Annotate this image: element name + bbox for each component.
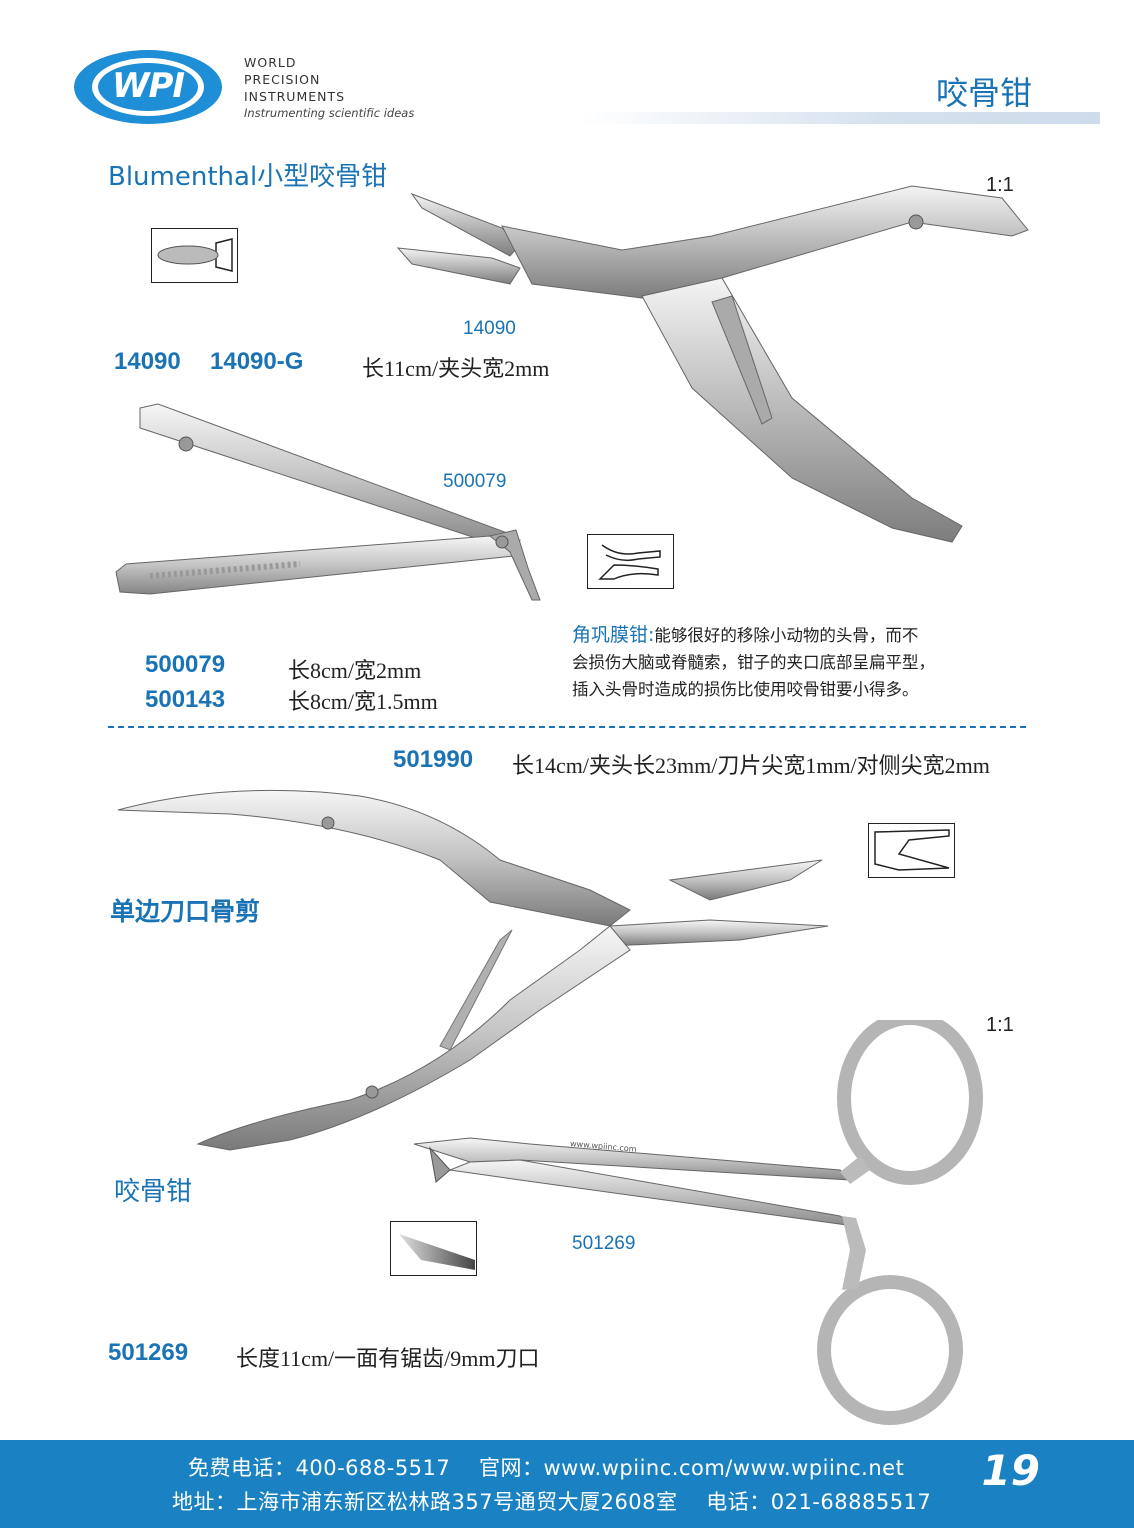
single-edge-heading: 单边刀口骨剪 <box>110 897 261 926</box>
corneal-desc-title: 角巩膜钳: <box>572 624 655 646</box>
bone-cutter-tip-diagram <box>868 823 955 878</box>
brand-line-3: INSTRUMENTS <box>244 89 346 104</box>
brand-name: WORLD PRECISION INSTRUMENTS Instrumentin… <box>244 54 414 122</box>
corneal-spec-1: 长8cm/宽2mm <box>288 658 422 683</box>
blumenthal-code-1: 14090 <box>114 348 181 375</box>
rongeur-heading: 咬骨钳 <box>114 1177 193 1207</box>
single-edge-spec: 长14cm/夹头长23mm/刀片尖宽1mm/对侧尖宽2mm <box>512 753 990 778</box>
blumenthal-rongeur-image <box>392 178 1042 558</box>
wpi-logo: WPI <box>72 48 224 126</box>
corneal-description: 角巩膜钳:能够很好的移除小动物的头骨，而不 会损伤大脑或脊髓索，钳子的夹口底部呈… <box>572 622 1002 703</box>
rongeur-scissor-image: www.wpiinc.com <box>410 1011 1000 1430</box>
rongeur-image-label: 501269 <box>572 1233 636 1254</box>
corneal-desc-line-1: 能够很好的移除小动物的头骨，而不 <box>654 626 919 645</box>
corneal-desc-line-2: 会损伤大脑或脊髓索，钳子的夹口底部呈扁平型， <box>572 653 935 672</box>
brand-line-1: WORLD <box>244 55 297 70</box>
section-divider <box>108 726 1026 728</box>
header-gradient-bar <box>580 112 1100 124</box>
corneal-spec-2: 长8cm/宽1.5mm <box>288 689 438 714</box>
logo-text: WPI <box>111 66 185 106</box>
corneal-image-label: 500079 <box>443 471 507 492</box>
rongeur-spec: 长度11cm/一面有锯齿/9mm刀口 <box>236 1346 540 1371</box>
blumenthal-image-label: 14090 <box>463 318 516 339</box>
blumenthal-scale: 1:1 <box>986 174 1014 196</box>
page-title: 咬骨钳 <box>936 74 1033 112</box>
corneal-forceps-image <box>110 400 560 610</box>
blumenthal-heading: Blumenthal小型咬骨钳 <box>108 162 388 192</box>
corneal-code-1: 500079 <box>145 651 226 678</box>
blumenthal-code-2: 14090-G <box>210 348 304 375</box>
corneal-desc-line-3: 插入头骨时造成的损伤比使用咬骨钳要小得多。 <box>572 680 919 699</box>
brand-tagline: Instrumenting scientific ideas <box>244 106 415 120</box>
footer-line-2: 地址：上海市浦东新区松林路357号通贸大厦2608室 电话：021-688855… <box>172 1490 932 1514</box>
corneal-code-2: 500143 <box>145 686 226 713</box>
rongeur-tip-diagram <box>390 1221 477 1276</box>
corneal-tip-diagram <box>587 534 674 589</box>
page-number: 19 <box>981 1446 1040 1495</box>
rongeur-scale: 1:1 <box>986 1014 1014 1036</box>
rongeur-code: 501269 <box>108 1339 189 1366</box>
single-edge-code: 501990 <box>393 746 474 773</box>
blumenthal-tip-diagram <box>151 228 238 283</box>
footer-bar: 免费电话：400-688-5517 官网：www.wpiinc.com/www.… <box>0 1440 1134 1528</box>
blumenthal-spec: 长11cm/夹头宽2mm <box>362 356 550 381</box>
bone-cutter-image <box>110 780 840 1170</box>
footer-line-1: 免费电话：400-688-5517 官网：www.wpiinc.com/www.… <box>188 1456 905 1480</box>
brand-line-2: PRECISION <box>244 72 321 87</box>
